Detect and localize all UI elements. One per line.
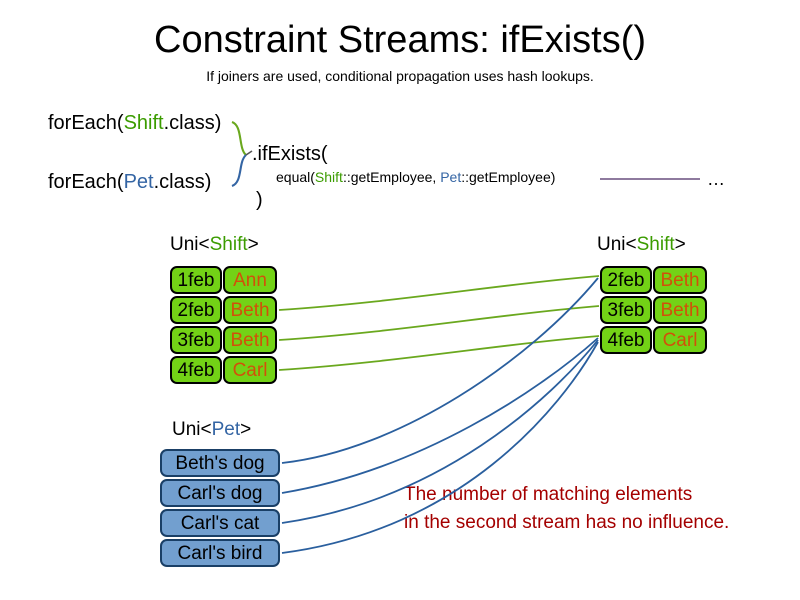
wire-shift-2feb <box>278 275 600 311</box>
list-item: Carl's bird <box>160 539 280 567</box>
table-row: 2feb Beth <box>170 296 277 324</box>
page-subtitle: If joiners are used, conditional propaga… <box>206 68 594 84</box>
uni-type-pet-input: Pet <box>211 419 241 440</box>
code-foreach-shift-suffix: .class) <box>163 112 222 134</box>
uni-close-bracket: > <box>674 234 686 255</box>
shift-output-employee: Beth <box>653 266 707 294</box>
uni-close-bracket: > <box>240 419 252 440</box>
code-equal-left-type: Shift <box>314 169 343 185</box>
uni-close-bracket: > <box>247 234 259 255</box>
list-item: Carl's cat <box>160 509 280 537</box>
code-equal-left-method: ::getEmployee, <box>342 169 441 185</box>
code-close-paren: ) <box>256 189 263 211</box>
uni-type-shift-input: Shift <box>209 234 248 255</box>
shift-output-employee: Carl <box>653 326 707 354</box>
brace-upper-arm-icon <box>231 121 247 156</box>
annotation-note-line1: The number of matching elements <box>404 484 693 505</box>
wire-pet-beth-dog <box>281 277 599 464</box>
list-item: Beth's dog <box>160 449 280 477</box>
uni-type-shift-output: Shift <box>636 234 675 255</box>
uni-open-bracket: Uni< <box>172 419 212 440</box>
shift-output-date: 2feb <box>600 266 652 294</box>
code-foreach-pet: forEach(Pet.class) <box>48 170 211 194</box>
stream-label-shift-output: Uni<Shift> <box>597 233 686 256</box>
code-foreach-pet-suffix: .class) <box>153 171 212 193</box>
table-row: 1feb Ann <box>170 266 277 294</box>
table-row: 4feb Carl <box>170 356 277 384</box>
table-row: 4feb Carl <box>600 326 707 354</box>
stream-label-pet-input: Uni<Pet> <box>172 418 251 441</box>
shift-output-date: 4feb <box>600 326 652 354</box>
code-foreach-shift-prefix: forEach( <box>48 112 124 134</box>
code-foreach-shift: forEach(Shift.class) <box>48 111 221 135</box>
uni-open-bracket: Uni< <box>170 234 210 255</box>
shift-input-date: 2feb <box>170 296 222 324</box>
annotation-note-line2: in the second stream has no influence. <box>404 512 730 533</box>
page-title: Constraint Streams: ifExists() <box>154 19 646 61</box>
shift-input-date: 1feb <box>170 266 222 294</box>
code-equal-right-method: ::getEmployee) <box>461 169 556 185</box>
table-row: 2feb Beth <box>600 266 707 294</box>
code-foreach-pet-type: Pet <box>123 171 154 193</box>
shift-output-date: 3feb <box>600 296 652 324</box>
table-row: 3feb Beth <box>170 326 277 354</box>
list-item: Carl's dog <box>160 479 280 507</box>
shift-input-employee: Carl <box>223 356 277 384</box>
code-equal-right-type: Pet <box>440 169 462 185</box>
shift-input-date: 4feb <box>170 356 222 384</box>
code-foreach-pet-prefix: forEach( <box>48 171 124 193</box>
continuation-ellipsis: … <box>707 169 725 189</box>
shift-input-employee: Ann <box>223 266 277 294</box>
shift-input-employee: Beth <box>223 296 277 324</box>
code-equal-prefix: equal( <box>276 169 315 185</box>
shift-input-employee: Beth <box>223 326 277 354</box>
code-ifexists: .ifExists( <box>252 143 328 165</box>
brace-lower-arm-icon <box>231 154 247 187</box>
shift-input-date: 3feb <box>170 326 222 354</box>
code-equal-joiner: equal(Shift::getEmployee, Pet::getEmploy… <box>276 168 555 186</box>
wire-pet-carl-dog <box>281 337 599 494</box>
wire-shift-3feb <box>278 305 600 341</box>
table-row: 3feb Beth <box>600 296 707 324</box>
code-foreach-shift-type: Shift <box>123 112 164 134</box>
wire-shift-4feb <box>278 335 600 371</box>
uni-open-bracket: Uni< <box>597 234 637 255</box>
stream-label-shift-input: Uni<Shift> <box>170 233 259 256</box>
shift-output-employee: Beth <box>653 296 707 324</box>
